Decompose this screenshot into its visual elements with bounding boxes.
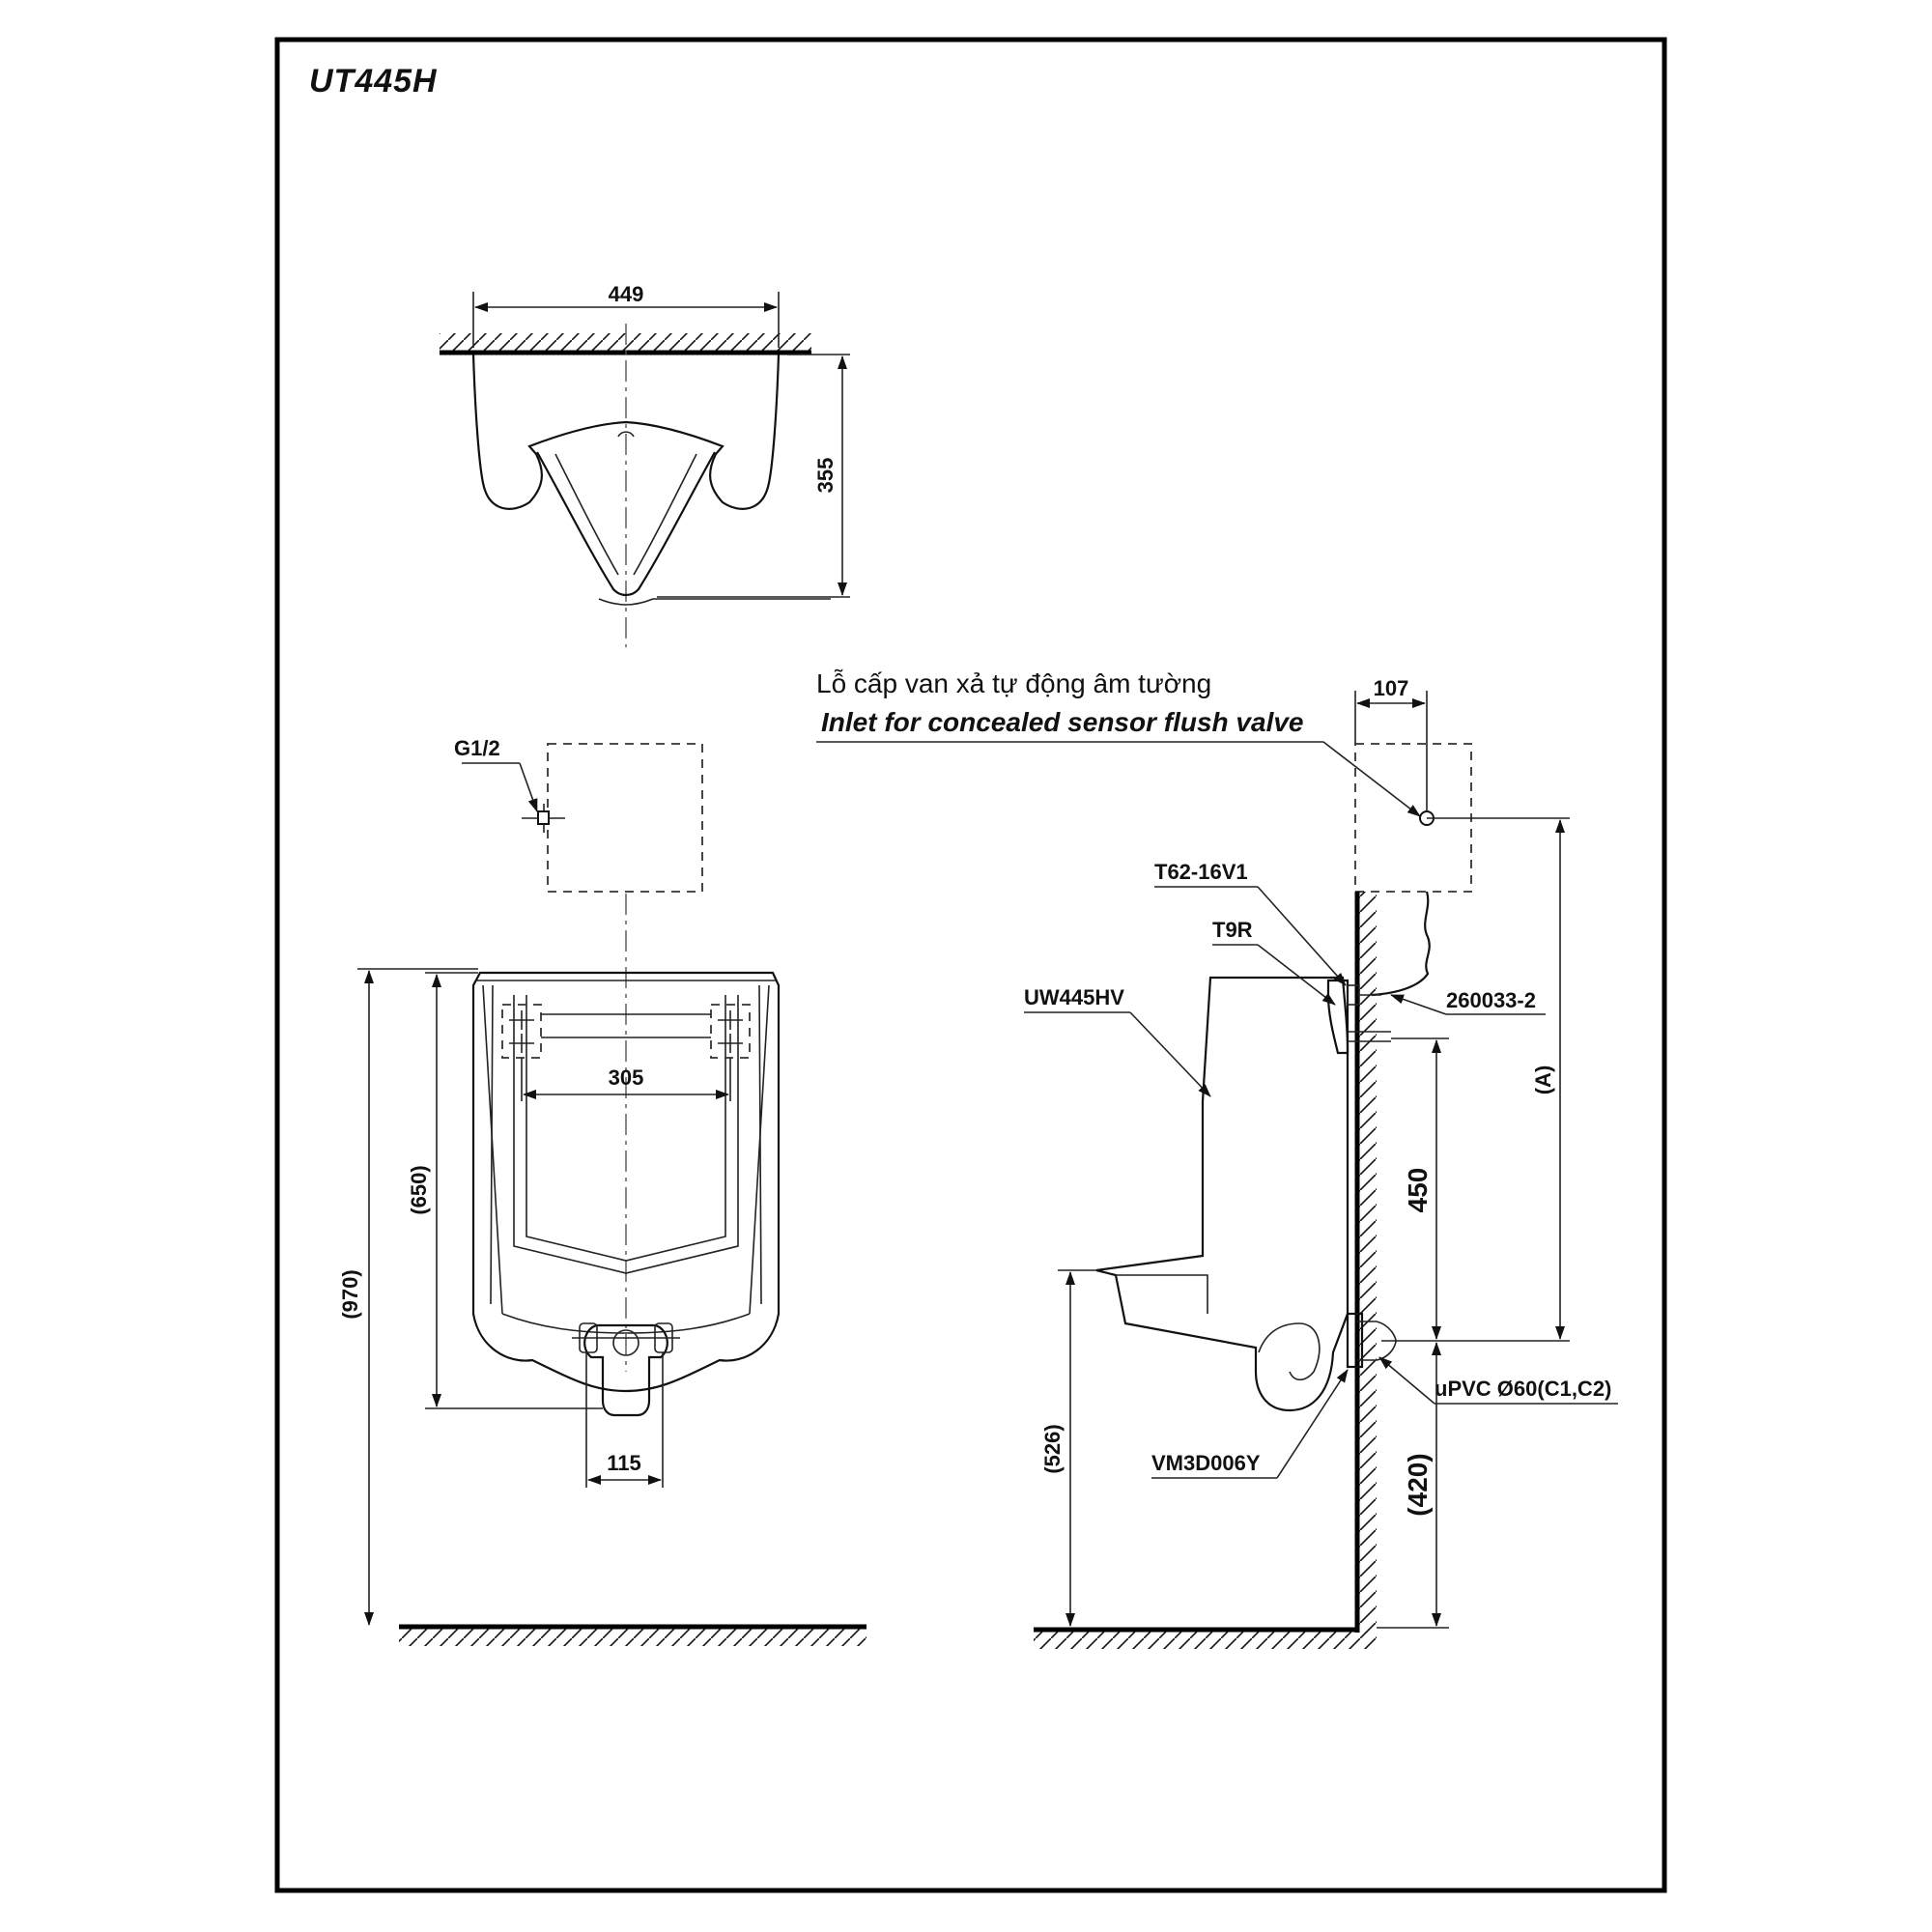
- outlet-height-dim: (420): [1403, 1453, 1433, 1516]
- side-view: Lỗ cấp van xả tự động âm tường Inlet for…: [816, 668, 1618, 1649]
- side-trap-inner: [1258, 1322, 1321, 1381]
- inlet-thread-label: G1/2: [454, 736, 500, 760]
- front-body-outline: [471, 971, 781, 1393]
- side-hose: [1371, 891, 1431, 997]
- side-wall-hatch: [1359, 892, 1377, 1633]
- top-front-ext: [598, 598, 831, 606]
- top-width-dim: 449: [609, 282, 644, 306]
- top-bowl-inner: [554, 453, 697, 576]
- top-body-outline: [471, 354, 781, 510]
- side-floor-hatch: [1034, 1632, 1377, 1649]
- front-bowl-inner: [526, 995, 726, 1262]
- bracket-part-label: T62-16V1: [1154, 860, 1248, 884]
- inlet-height-dim: (A): [1531, 1065, 1555, 1095]
- inlet-offset-dim: 107: [1374, 676, 1409, 700]
- outlet-spacing-dim: 115: [607, 1451, 641, 1475]
- front-floor-hatch: [399, 1629, 867, 1646]
- bracket-to-outlet-dim: 450: [1403, 1168, 1433, 1213]
- trap-part-label: VM3D006Y: [1151, 1451, 1261, 1475]
- inlet-note-leader: [1322, 741, 1421, 817]
- top-depth-dim: 355: [813, 458, 838, 494]
- body-part-label: UW445HV: [1024, 985, 1124, 1009]
- drain-pipe-label: uPVC Ø60(C1,C2): [1435, 1377, 1611, 1401]
- side-body-outline: [1095, 976, 1350, 1412]
- top-bowl-front: [536, 451, 716, 597]
- drawing-title: UT445H: [309, 63, 438, 99]
- hose-part-label: 260033-2: [1446, 988, 1536, 1012]
- inner-height-dim: (650): [407, 1165, 431, 1214]
- front-valve-box: [547, 743, 703, 893]
- top-view: 449 355: [440, 282, 850, 647]
- side-outlet-flange: [1346, 1312, 1364, 1369]
- rim-height-dim: (526): [1040, 1424, 1065, 1473]
- drawing-frame: [274, 37, 1667, 1893]
- overall-height-dim: (970): [338, 1269, 362, 1319]
- spud-part-label: T9R: [1212, 918, 1253, 942]
- bracket-spacing-dim: 305: [609, 1065, 644, 1090]
- top-spud: [617, 431, 635, 438]
- front-view: G1/2 305: [338, 736, 867, 1646]
- inlet-note-en: Inlet for concealed sensor flush valve: [821, 707, 1304, 737]
- inlet-note-vi: Lỗ cấp van xả tự động âm tường: [816, 668, 1211, 698]
